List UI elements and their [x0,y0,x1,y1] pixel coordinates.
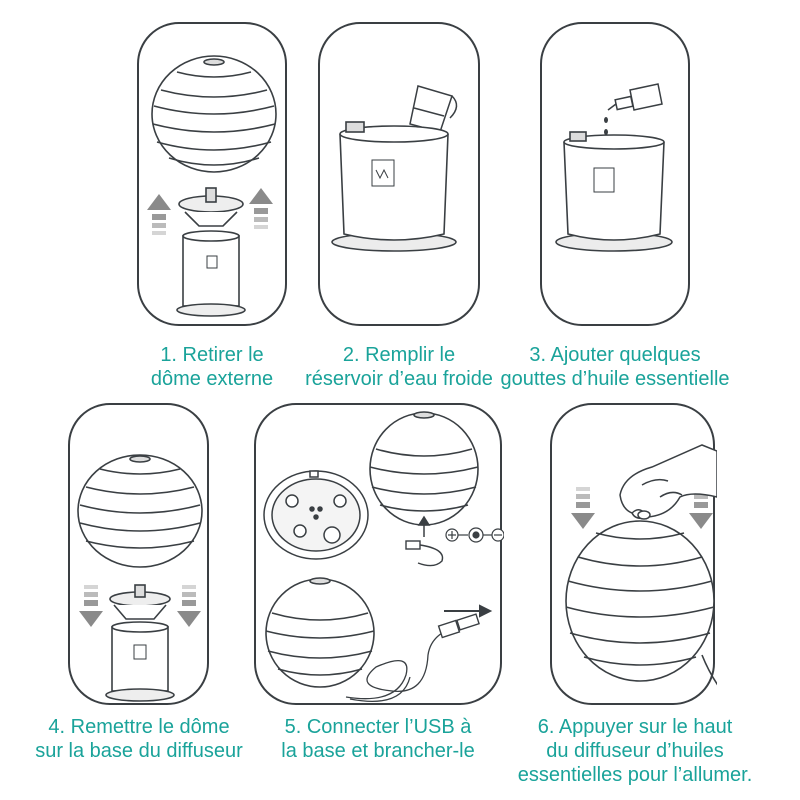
caption-line: sur la base du diffuseur [35,740,243,762]
usb-cable [345,632,443,703]
caption-line: du diffuseur d’huiles [546,740,724,762]
step-5-illustration [263,411,504,703]
step-4-panel [68,403,209,705]
dome-icon [369,411,479,526]
step-1-panel [137,22,287,326]
step-6-illustration [565,444,717,686]
step-3-panel [540,22,690,326]
step-4-illustration [77,454,203,702]
caption-line: 4. Remettre le dôme [48,716,230,738]
step-6-caption: 6. Appuyer sur le haut du diffuseur d’hu… [515,715,755,787]
arrow-up-icon [417,515,431,537]
caption-line: dôme externe [150,368,274,390]
step-3-caption: 3. Ajouter quelques gouttes d’huile esse… [500,343,730,391]
caption-line: 2. Remplir le [342,344,456,366]
usb-plug-icon [437,613,480,639]
step-4-caption: 4. Remettre le dôme sur la base du diffu… [34,715,244,763]
dome-icon [565,520,717,686]
usb-plug-icon [405,540,444,567]
step-2-panel [318,22,480,326]
step-3-illustration [555,83,673,252]
base-bottom-view [263,470,369,560]
arrow-down-icon [79,585,103,627]
step-5-panel [254,403,504,705]
caption-line: gouttes d’huile essentielle [500,368,730,390]
caption-line: 5. Connecter l’USB à [284,716,472,738]
arrow-down-icon [177,585,201,627]
polarity-symbol [445,527,504,543]
step-1-caption: 1. Retirer le dôme externe [112,343,312,391]
caption-line: réservoir d’eau froide [305,368,493,390]
arrow-down-icon [571,487,595,529]
reservoir-icon [555,131,673,252]
reservoir-icon [105,584,175,702]
step-5-caption: 5. Connecter l’USB à la base et brancher… [278,715,478,763]
dome-icon [77,454,203,568]
caption-line: 1. Retirer le [160,344,264,366]
hand-icon [619,444,717,520]
caption-line: la base et brancher-le [281,740,475,762]
caption-line: essentielles pour l’allumer. [517,764,753,786]
reservoir-icon [331,121,457,252]
step-1-illustration [147,55,277,317]
oil-bottle-icon [607,83,663,111]
dome-icon [151,55,277,173]
caption-line: 3. Ajouter quelques [529,344,701,366]
step-2-illustration [331,85,458,252]
arrow-up-icon [147,194,171,235]
step-6-panel [550,403,717,705]
arrow-up-icon [249,188,273,229]
reservoir-icon [176,187,246,317]
arrow-right-icon [444,604,493,618]
step-2-caption: 2. Remplir le réservoir d’eau froide [299,343,499,391]
caption-line: 6. Appuyer sur le haut [537,716,733,738]
dome-icon [265,577,375,688]
